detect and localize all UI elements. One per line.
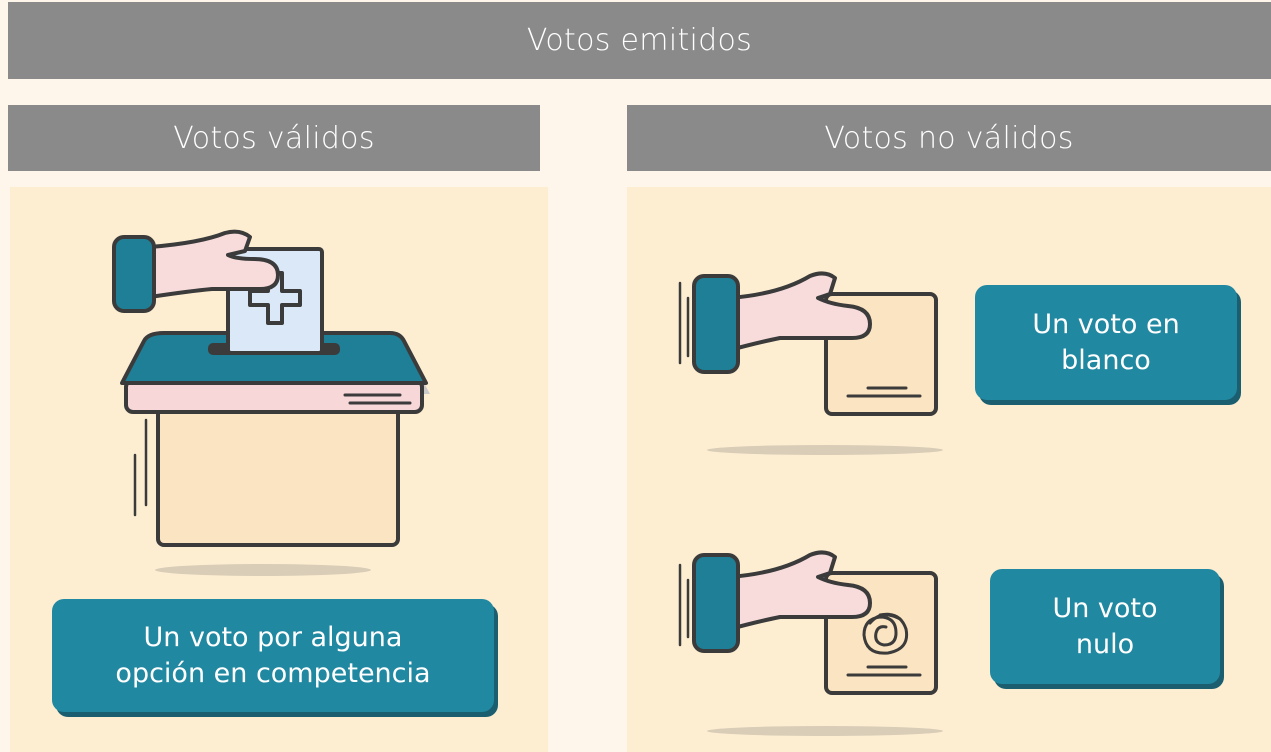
null-vote-caption: Un voto nulo (990, 569, 1220, 684)
hand-icon (112, 229, 280, 313)
blank-vote-caption: Un voto en blanco (975, 285, 1237, 400)
header-bar: Votos emitidos (8, 2, 1271, 79)
valid-votes-title: Votos válidos (173, 120, 375, 156)
valid-vote-caption-line2: opción en competencia (115, 657, 431, 689)
null-vote-caption-line2: nulo (1075, 628, 1135, 660)
blank-vote-caption-line2: blanco (1061, 344, 1151, 376)
invalid-votes-bar: Votos no válidos (627, 105, 1271, 171)
null-vote-caption-line1: Un voto (1052, 593, 1158, 625)
valid-vote-caption-line1: Un voto por alguna (143, 622, 403, 654)
blank-vote-caption-line1: Un voto en (1032, 309, 1180, 341)
ballot-box-icon (112, 229, 430, 576)
header-title: Votos emitidos (526, 23, 753, 58)
hand-icon (692, 271, 872, 374)
blank-ballot-icon (678, 271, 943, 455)
valid-votes-bar: Votos válidos (8, 105, 540, 171)
invalid-votes-title: Votos no válidos (824, 120, 1074, 156)
scribbled-ballot-icon (678, 550, 943, 736)
valid-vote-caption: Un voto por alguna opción en competencia (52, 599, 494, 712)
hand-icon (692, 550, 872, 653)
